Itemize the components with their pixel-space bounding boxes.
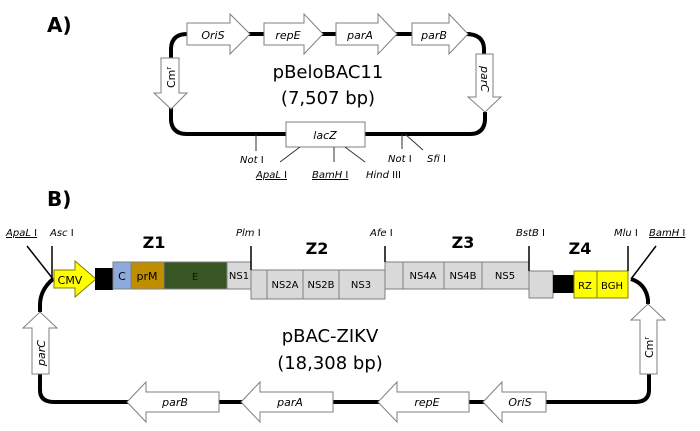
site-label-asci: Asc I [49,228,74,239]
backbone-b-bottom-left [38,374,128,404]
site-label-afei: Afe I [369,228,393,239]
gene-arrow-cmr-a: Cmr [152,57,189,110]
gene-label-e: E [192,272,198,283]
gene-arrow-parb: parB [411,12,469,56]
panel-b: B) CMV C prM E NS1 NS2A NS2B NS3 [5,187,685,424]
gene-label-prm: prM [137,270,158,283]
gene-label-para: parA [346,29,373,42]
gene-box-ns3 [338,269,386,300]
gene-box-prm [130,261,165,290]
panel-b-label: B) [47,187,71,211]
site-tick-bamhi-b [630,245,657,280]
fragment-label-z1: Z1 [143,233,166,252]
gene-label-repe-b: repE [414,396,439,409]
gene-box-ns3-tail [384,261,404,290]
fragment-label-z4: Z4 [569,239,592,258]
gene-box-lacz: lacZ [285,121,366,148]
gene-label-rz: RZ [578,281,592,292]
site-label-bamhi-a: BamH I [312,170,348,181]
gene-box-ns2b [302,269,340,300]
gene-arrow-repe: repE [263,12,324,56]
gene-box-ns4b [443,261,483,290]
gene-arrow-parc-a: parC [466,53,503,113]
gene-label-ns5: NS5 [495,271,515,282]
gene-label-ns2a: NS2A [271,280,298,291]
gene-arrow-oris-b: OriS [482,380,547,424]
spacer-black-2 [553,275,574,293]
backbone-corner-top-right [465,32,486,54]
site-label-noti-1: Not I [240,155,264,166]
gene-label-lacz: lacZ [313,129,337,142]
site-label-bstbi: BstB I [516,228,545,239]
plasmid-name-a: pBeloBAC11 [273,62,384,83]
backbone-b-bottom-right [470,374,651,404]
gene-label-c: C [118,270,126,283]
gene-label-ns2b: NS2B [307,280,334,291]
backbone-b-top-right [630,277,650,304]
gene-label-parb-b: parB [161,396,188,409]
gene-label-ns4b: NS4B [449,271,476,282]
fragment-label-z2: Z2 [306,239,329,258]
gene-arrow-para: parA [335,12,398,56]
gene-arrow-parc-b: parC [21,311,59,375]
panel-a: A) OriS repE parA parB Cmr [47,12,503,181]
site-tick-sfii [404,133,424,151]
plasmid-size-b: (18,308 bp) [277,353,383,374]
backbone-corner-bottom-left [169,105,286,136]
site-label-apali-a: ApaL I [255,170,287,181]
backbone-corner-bottom-right [365,112,487,136]
gene-arrow-oris: OriS [186,12,251,56]
gene-label-cmr-b: Cmr [643,337,656,358]
site-label-hindiii: Hind III [366,170,401,181]
gene-arrow-cmr-b: Cmr [629,303,667,375]
gene-label-oris-b: OriS [508,396,531,409]
gene-label-ns3: NS3 [351,280,371,291]
promoter-cmv: CMV [53,259,97,299]
gene-label-bgh: BGH [601,281,623,292]
plasmid-size-a: (7,507 bp) [281,88,375,109]
backbone-b-top-left [38,277,55,312]
site-label-noti-2: Not I [388,154,412,165]
panel-a-label: A) [47,13,72,37]
site-label-plmi: Plm I [236,228,261,239]
gene-label-parc-b: parC [35,340,48,367]
gene-label-para-b: parA [276,396,303,409]
gene-box-bgh [596,270,629,299]
gene-box-ns1-tail [250,269,268,300]
site-label-sfii: Sfi I [427,154,446,165]
gene-label-oris: OriS [201,29,224,42]
plasmid-name-b: pBAC-ZIKV [282,326,379,347]
site-label-mlui: Mlu I [614,228,638,239]
gene-box-e [163,261,228,290]
gene-label-cmv: CMV [58,274,83,287]
gene-box-ns1 [226,261,252,290]
gene-label-parc-a: parC [478,65,491,92]
site-label-apali-b: ApaL I [5,228,37,239]
gene-label-ns4a: NS4A [409,271,436,282]
site-label-bamhi-b: BamH I [649,228,685,239]
gene-box-ns5-tail [528,270,554,299]
backbone-corner-top-left [169,32,188,60]
gene-box-ns2a [266,269,304,300]
site-tick-hindiii [344,146,366,163]
gene-box-ns4a [402,261,445,290]
spacer-black-1 [95,268,113,290]
gene-arrow-repe-b: repE [377,380,470,424]
gene-arrow-parb-b: parB [126,380,220,424]
site-tick-apali-b [26,245,54,280]
gene-arrow-para-b: parA [240,380,334,424]
gene-label-ns1: NS1 [229,271,249,282]
gene-label-repe: repE [275,29,300,42]
gene-label-parb: parB [420,29,447,42]
gene-label-cmr-a: Cmr [165,67,178,88]
fragment-label-z3: Z3 [452,233,475,252]
site-tick-apali-a [279,146,301,163]
